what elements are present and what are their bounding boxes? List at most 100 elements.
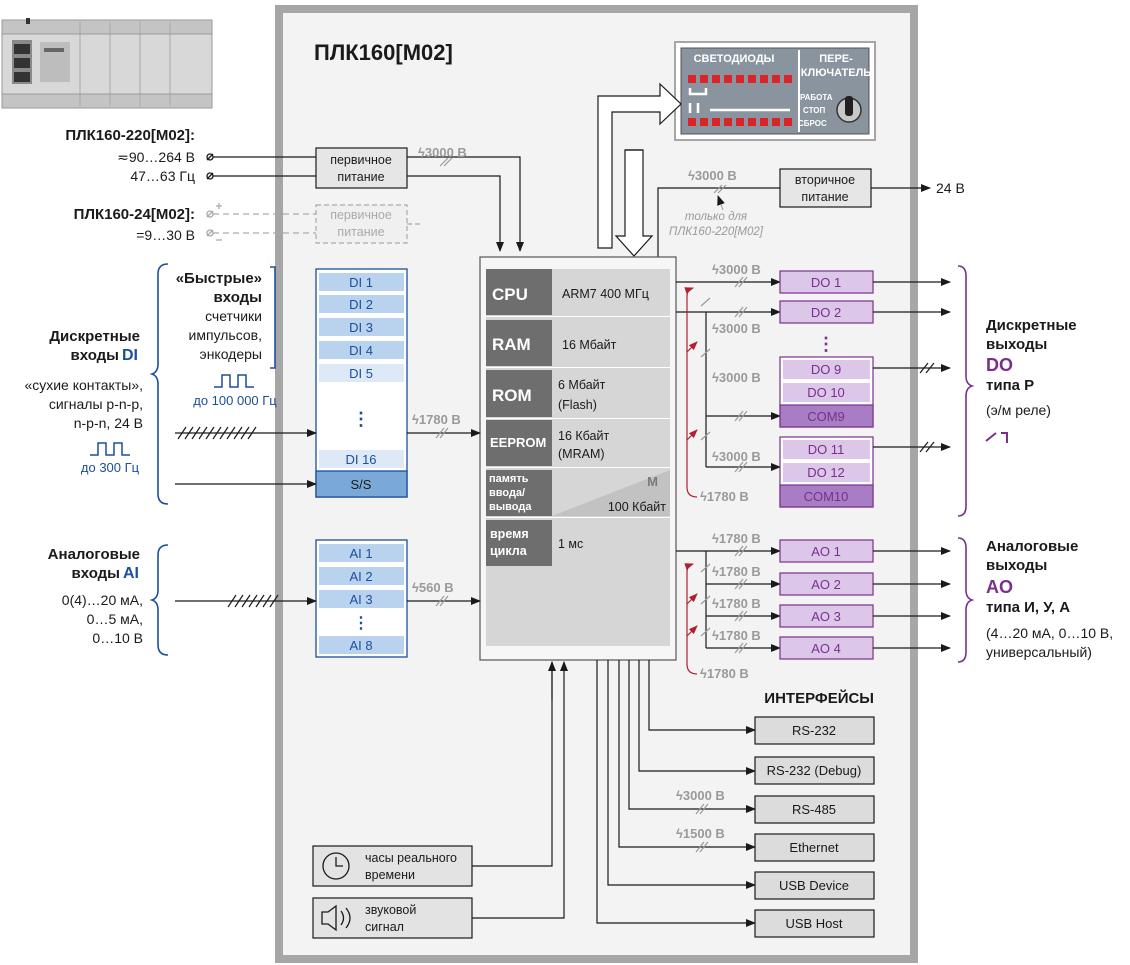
interface-rs485: RS-485 <box>792 802 836 817</box>
interface-usb-device: USB Device <box>779 878 849 893</box>
isolation-1780-ao1: ϟ1780 В <box>712 531 761 546</box>
ao-label-line2: выходы <box>986 557 1047 574</box>
led-row-bottom <box>688 118 792 126</box>
rtc-box: часы реального времени <box>313 846 472 886</box>
di-channel-ellipsis: ⋮ <box>352 409 370 429</box>
variant-24-name: ПЛК160-24[М02]: <box>74 206 195 223</box>
slow-pulse-icon <box>90 443 130 455</box>
ao-channel-4: AO 4 <box>811 641 841 656</box>
do-channel-blocks: ⋮ DO 1 DO 2 DO 9 DO 10 COM9 DO 11 DO 12 … <box>780 271 873 507</box>
do-label-line1: Дискретные <box>986 317 1077 334</box>
ao-channel-2: AO 2 <box>811 577 841 592</box>
buzzer-line1: звуковой <box>365 903 416 917</box>
switch-reset-label: СБРОС <box>798 119 827 128</box>
switch-label-1: ПЕРЕ- <box>819 53 853 65</box>
rom-value: 6 Мбайт <box>558 378 606 392</box>
primary-power-24-line2: питание <box>337 225 384 239</box>
do-channel-2: DO 2 <box>811 305 841 320</box>
isolation-3000-power: ϟ3000 В <box>418 145 467 160</box>
isolation-1780-ao3: ϟ1780 В <box>712 596 761 611</box>
isolation-3000-do9: ϟ3000 В <box>712 370 761 385</box>
io-memory-name: память <box>489 473 529 485</box>
primary-power-24-line1: первичное <box>330 208 392 222</box>
switch-label-2: КЛЮЧАТЕЛЬ <box>801 67 872 79</box>
eeprom-value2: (MRAM) <box>558 447 605 461</box>
ai-channel-block: AI 1 AI 2 AI 3 ⋮ AI 8 <box>316 540 407 657</box>
isolation-1780-ao2: ϟ1780 В <box>712 564 761 579</box>
di-channel-2: DI 2 <box>349 297 373 312</box>
di-channel-3: DI 3 <box>349 320 373 335</box>
ai-desc-3: 0…10 В <box>92 630 143 646</box>
do-brace <box>958 266 972 516</box>
fast-inputs-line5: энкодеры <box>200 346 262 362</box>
rtc-line2: времени <box>365 868 415 882</box>
rtc-line1: часы реального <box>365 851 457 865</box>
di-label-line1: Дискретные <box>49 328 140 345</box>
leds-label: СВЕТОДИОДЫ <box>694 53 775 65</box>
ai-desc-1: 0(4)…20 мА, <box>62 592 143 608</box>
di-common-ss: S/S <box>351 477 372 492</box>
do-channel-12: DO 12 <box>807 465 845 480</box>
interface-rs232: RS-232 <box>792 723 836 738</box>
primary-power-line2: питание <box>337 170 384 184</box>
do-com9: COM9 <box>807 409 845 424</box>
interfaces-title: ИНТЕРФЕЙСЫ <box>764 689 874 707</box>
ai-brace <box>152 545 168 655</box>
di-brace <box>152 264 168 504</box>
io-memory-mark: M <box>647 474 658 489</box>
cpu-block: CPU ARM7 400 МГц RAM 16 Мбайт ROM 6 Мбай… <box>480 257 676 660</box>
cycle-time-value: 1 мс <box>558 537 583 551</box>
fast-inputs-line4: импульсов, <box>189 327 262 343</box>
primary-power-line1: первичное <box>330 153 392 167</box>
fast-inputs-bracket <box>270 267 275 368</box>
secondary-power-line2: питание <box>801 190 848 204</box>
ao-label-line4: (4…20 мА, 0…10 В, <box>986 625 1113 641</box>
eeprom-name: EEPROM <box>490 435 546 450</box>
eeprom-value: 16 Кбайт <box>558 429 609 443</box>
do-channel-9: DO 9 <box>811 362 841 377</box>
isolation-3000-do11: ϟ3000 В <box>712 449 761 464</box>
terminal-icon <box>207 154 213 179</box>
isolation-1500-ethernet: ϟ1500 В <box>676 826 725 841</box>
terminal-icon <box>207 203 222 240</box>
ram-value: 16 Мбайт <box>562 338 617 352</box>
interface-ethernet: Ethernet <box>789 840 839 855</box>
di-desc-2: сигналы p-n-p, <box>49 396 143 412</box>
fast-pulse-icon <box>214 375 254 387</box>
ai-channel-8: AI 8 <box>349 638 372 653</box>
rom-value2: (Flash) <box>558 398 597 412</box>
ai-label-line2: входы <box>72 565 121 582</box>
ao-label-line1: Аналоговые <box>986 538 1078 555</box>
di-channel-1: DI 1 <box>349 275 373 290</box>
plc-device-photo <box>2 18 212 108</box>
variant-220-voltage: ≂90…264 В <box>117 149 195 165</box>
do-label-line2: выходы <box>986 336 1047 353</box>
do-label-code: DO <box>986 355 1013 375</box>
isolation-1780-di: ϟ1780 В <box>412 412 461 427</box>
di-channel-4: DI 4 <box>349 343 373 358</box>
variant-220-name: ПЛК160-220[М02]: <box>65 127 195 144</box>
di-desc-3: n-p-n, 24 В <box>74 415 143 431</box>
di-channel-block: DI 1 DI 2 DI 3 DI 4 DI 5 ⋮ DI 16 S/S <box>316 269 407 497</box>
ao-label-line5: универсальный) <box>986 644 1092 660</box>
switch-stop-label: СТОП <box>803 106 825 115</box>
io-memory-name3: вывода <box>489 501 532 513</box>
io-memory-name2: ввода/ <box>489 487 525 499</box>
switch-run-label: РАБОТА <box>800 93 833 102</box>
di-channel-5: DI 5 <box>349 366 373 381</box>
di-freq: до 300 Гц <box>81 460 140 475</box>
variant-220-freq: 47…63 Гц <box>130 168 195 184</box>
di-label-code: DI <box>122 347 138 364</box>
do-label-line3: типа Р <box>986 377 1034 394</box>
secondary-power-line1: вторичное <box>795 173 855 187</box>
isolation-560-ai: ϟ560 В <box>412 580 454 595</box>
relay-contact-icon <box>986 433 1007 443</box>
ai-desc-2: 0…5 мА, <box>87 611 143 627</box>
cycle-time-name: время <box>490 527 529 541</box>
ai-channel-3: AI 3 <box>349 592 372 607</box>
do-com10: COM10 <box>804 489 849 504</box>
cpu-value: ARM7 400 МГц <box>562 287 649 301</box>
cpu-name: CPU <box>492 285 528 304</box>
interface-rs232-debug: RS-232 (Debug) <box>767 763 862 778</box>
